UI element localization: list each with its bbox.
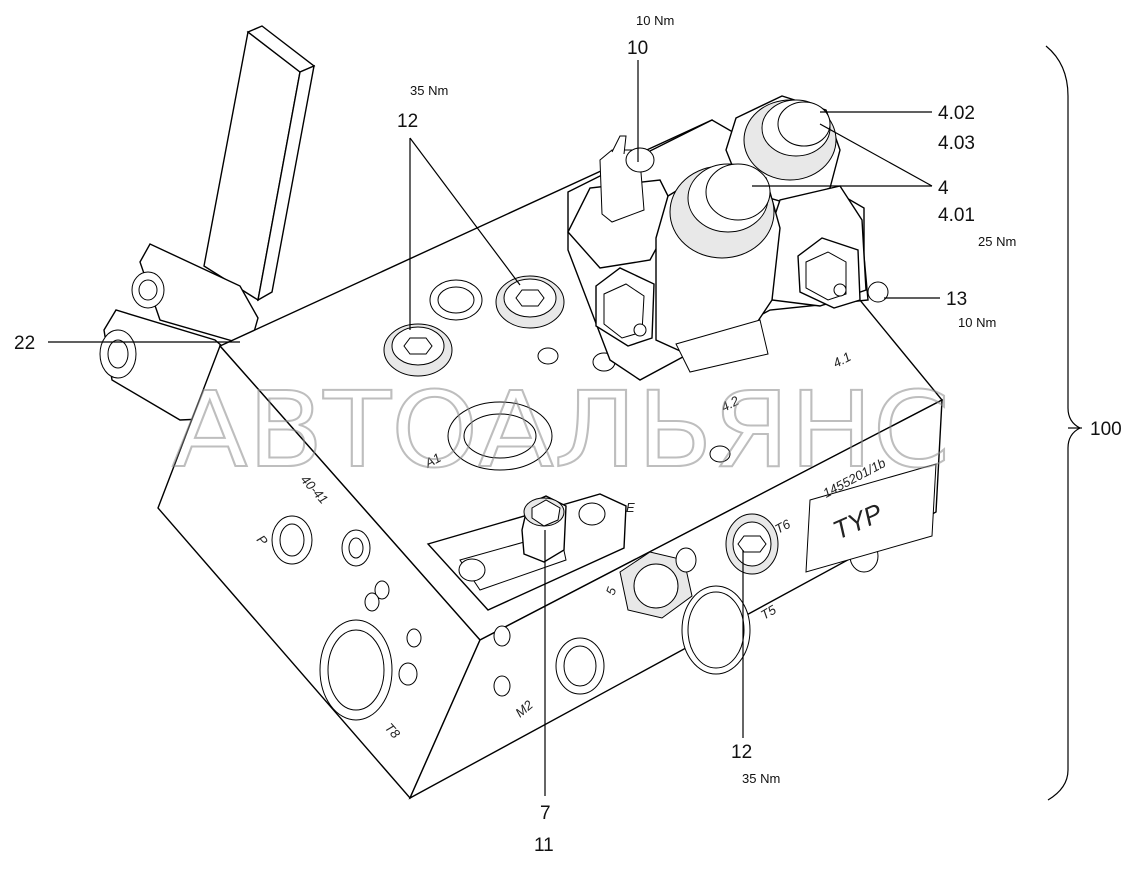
assembly-bracket-100 <box>1045 45 1082 801</box>
marking-a1: A1 <box>421 450 443 471</box>
hex-nut-5 <box>619 547 697 619</box>
leader-lines <box>48 60 1082 796</box>
marking-e: E <box>626 500 635 515</box>
item-100: 100 <box>1090 419 1122 440</box>
item-11: 11 <box>534 835 554 856</box>
item-12-top: 12 <box>397 111 418 132</box>
coil-4-01 <box>655 163 781 373</box>
item-4-03: 4.03 <box>938 133 975 154</box>
item-13: 13 <box>946 289 967 310</box>
item-4: 4 <box>938 178 949 199</box>
torque-35-left: 35 Nm <box>410 83 448 98</box>
type-plate <box>805 463 937 573</box>
sensor-10 <box>567 135 677 269</box>
connector-left <box>595 267 655 347</box>
plug-12-front <box>725 513 779 575</box>
torque-25: 25 Nm <box>978 234 1016 249</box>
plug-12-center <box>495 275 565 329</box>
torque-35-bottom: 35 Nm <box>742 771 780 786</box>
lever-handle <box>203 25 316 302</box>
cover-plate-7 <box>426 493 627 611</box>
item-7: 7 <box>540 803 551 824</box>
marking-t6: T6 <box>772 516 793 537</box>
leader-12-b <box>409 137 521 286</box>
solenoid-assembly <box>567 95 889 381</box>
marking-4-1: 4.1 <box>830 349 853 371</box>
plug-12-left <box>383 323 453 377</box>
leader-4-a <box>819 123 933 187</box>
torque-10-right: 10 Nm <box>958 315 996 330</box>
item-10: 10 <box>627 38 648 59</box>
item-22: 22 <box>14 333 35 354</box>
item-4-02: 4.02 <box>938 103 975 124</box>
connector-13 <box>797 237 889 309</box>
torque-10-top: 10 Nm <box>636 13 674 28</box>
watermark-text: АВТОАЛЬЯНС <box>172 369 950 491</box>
item-4-01: 4.01 <box>938 205 975 226</box>
item-12-bottom: 12 <box>731 742 752 763</box>
